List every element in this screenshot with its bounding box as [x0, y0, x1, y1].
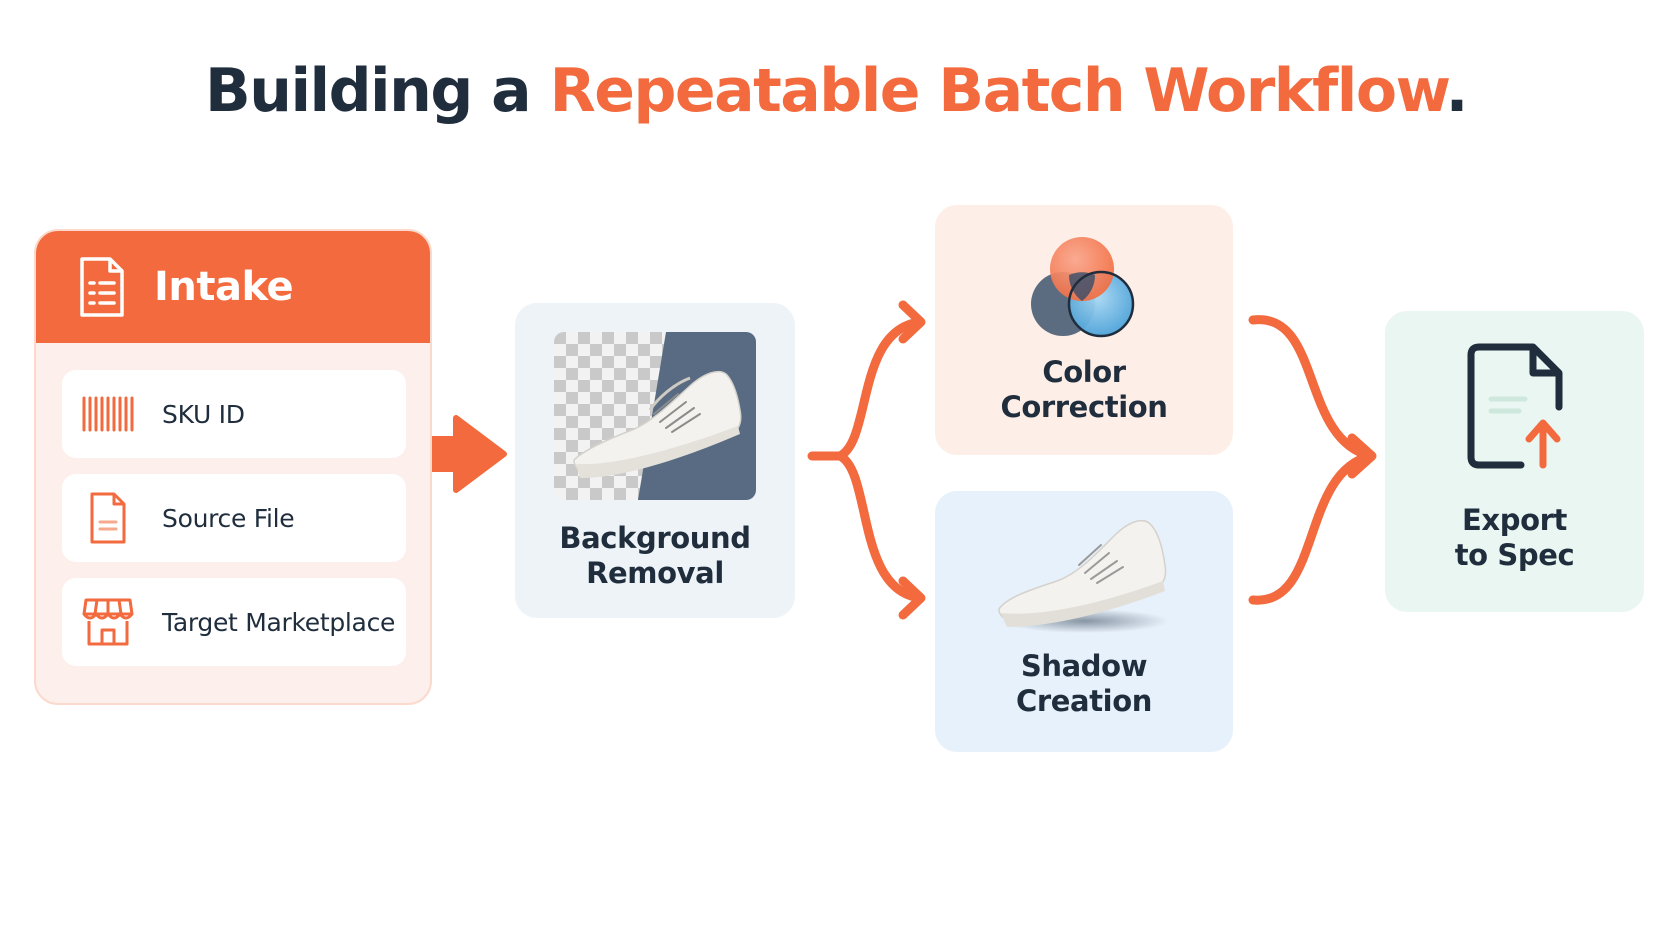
- file-export-icon: [1467, 343, 1563, 469]
- title-accent: Repeatable Batch Workflow: [549, 56, 1448, 126]
- step-label: Export to Spec: [1385, 503, 1644, 573]
- page-title: Building a Repeatable Batch Workflow.: [0, 56, 1672, 126]
- title-part1: Building a: [205, 56, 550, 126]
- barcode-icon: [82, 396, 134, 432]
- step-label-line2: Creation: [1016, 684, 1152, 718]
- step-color-correction: Color Correction: [935, 205, 1233, 455]
- storefront-icon: [82, 598, 134, 646]
- step-label-line1: Background: [559, 521, 751, 555]
- color-circles-icon: [1031, 237, 1135, 338]
- arrow-merge: [1248, 315, 1377, 605]
- intake-item-target-marketplace: Target Marketplace: [62, 578, 406, 666]
- intake-item-label: SKU ID: [162, 399, 245, 429]
- step-shadow-creation: Shadow Creation: [935, 491, 1233, 752]
- step-label-line2: Correction: [1000, 390, 1168, 424]
- step-label-line1: Shadow: [1020, 649, 1148, 683]
- step-background-removal: Background Removal: [515, 303, 795, 618]
- arrow-split: [807, 300, 926, 620]
- document-list-icon: [80, 257, 124, 317]
- intake-header: Intake: [36, 231, 430, 343]
- step-label: Color Correction: [935, 355, 1233, 425]
- intake-title: Intake: [154, 264, 294, 310]
- arrow-intake-to-removal: [432, 415, 507, 493]
- step-label: Background Removal: [515, 521, 795, 591]
- step-label-line2: to Spec: [1454, 538, 1575, 572]
- intake-card: Intake SKU ID Source File: [34, 229, 432, 705]
- step-label-line2: Removal: [586, 556, 724, 590]
- intake-item-label: Target Marketplace: [162, 607, 396, 637]
- step-export-to-spec: Export to Spec: [1385, 311, 1644, 612]
- title-end: .: [1445, 56, 1469, 126]
- intake-item-label: Source File: [162, 503, 295, 533]
- sneaker-cutout-image: [554, 332, 756, 500]
- sneaker-shadow-image: [998, 519, 1169, 633]
- intake-item-source-file: Source File: [62, 474, 406, 562]
- file-icon: [90, 492, 126, 544]
- step-label-line1: Export: [1462, 503, 1567, 537]
- step-label-line1: Color: [1042, 355, 1126, 389]
- intake-item-sku-id: SKU ID: [62, 370, 406, 458]
- step-label: Shadow Creation: [935, 649, 1233, 719]
